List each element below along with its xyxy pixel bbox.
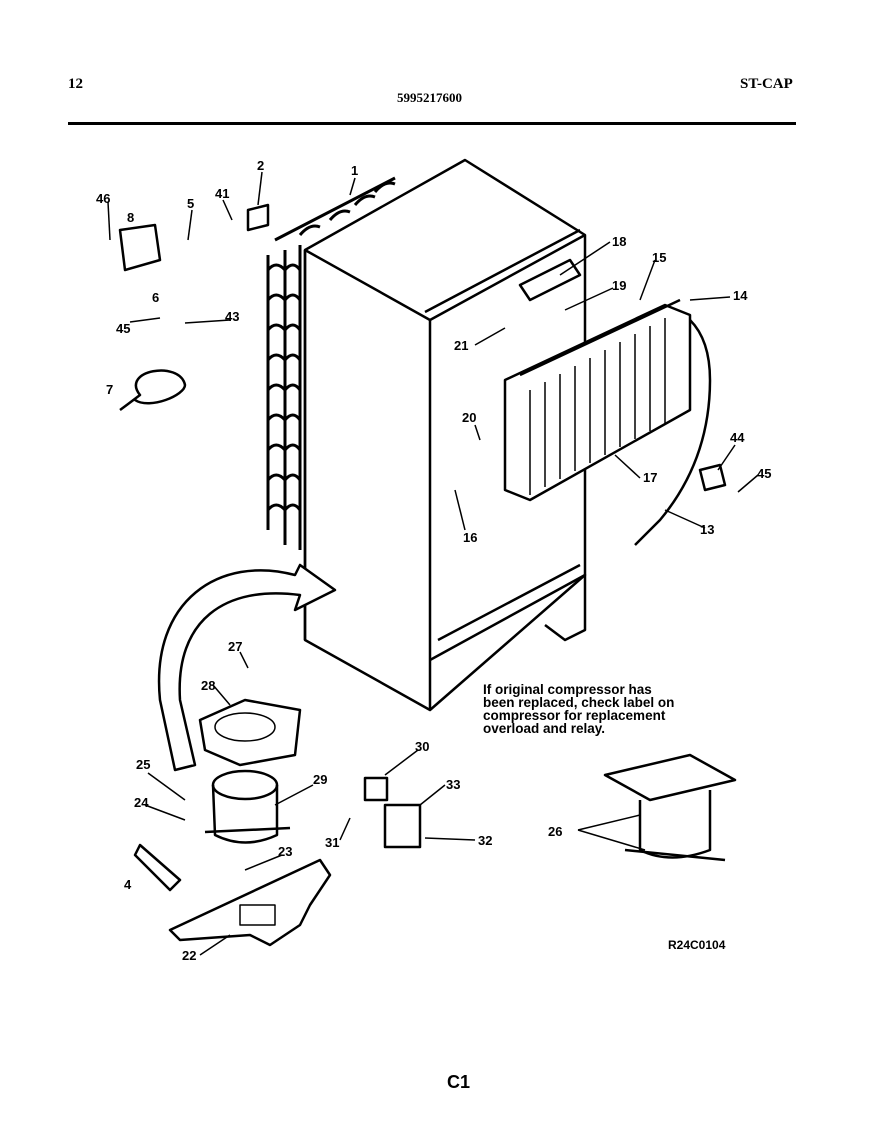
condenser-coil <box>266 176 396 550</box>
power-cord <box>119 369 187 411</box>
callout-44: 44 <box>730 430 745 445</box>
tray-28 <box>198 698 302 767</box>
callout-30: 30 <box>415 739 429 754</box>
callout-19: 19 <box>612 278 626 293</box>
callout-16: 16 <box>463 530 477 545</box>
bracket-18 <box>518 258 582 302</box>
callout-4: 4 <box>124 877 132 892</box>
callout-17: 17 <box>643 470 657 485</box>
part-2 <box>246 203 270 232</box>
leader-lines <box>107 171 759 956</box>
figure-reference: R24C0104 <box>668 938 726 952</box>
callout-28: 28 <box>201 678 215 693</box>
part-4 <box>133 843 182 892</box>
part-44 <box>698 463 727 492</box>
callout-26: 26 <box>548 824 562 839</box>
refrigerator-cabinet <box>303 158 587 712</box>
callout-2: 2 <box>257 158 264 173</box>
evaporator <box>503 298 712 546</box>
part-number: 5995217600 <box>397 90 462 105</box>
compressor <box>204 769 291 844</box>
callout-31: 31 <box>325 835 339 850</box>
callout-45-right: 45 <box>757 466 771 481</box>
callout-1: 1 <box>351 163 358 178</box>
callout-13: 13 <box>700 522 714 537</box>
page-footer: C1 <box>447 1072 471 1092</box>
compressor-note: If original compressor has been replaced… <box>483 682 675 736</box>
callout-20: 20 <box>462 410 476 425</box>
callout-32: 32 <box>478 833 492 848</box>
callout-41: 41 <box>215 186 229 201</box>
callout-27: 27 <box>228 639 242 654</box>
callout-18: 18 <box>612 234 626 249</box>
section-code: ST-CAP <box>740 76 793 92</box>
callout-7: 7 <box>106 382 113 397</box>
callout-29: 29 <box>313 772 327 787</box>
bracket-8 <box>118 223 162 272</box>
replacement-compressor <box>603 753 737 862</box>
callout-46: 46 <box>96 191 110 206</box>
header-rule <box>68 122 796 125</box>
callout-5: 5 <box>187 196 194 211</box>
callout-labels: 1 2 5 6 7 8 41 43 45 46 18 19 15 14 21 2… <box>96 158 771 963</box>
direction-arrow <box>157 563 337 772</box>
callout-33: 33 <box>446 777 460 792</box>
callout-8: 8 <box>127 210 134 225</box>
relay-33 <box>383 803 422 849</box>
overload-30 <box>363 776 389 802</box>
callout-24: 24 <box>134 795 149 810</box>
callout-25: 25 <box>136 757 150 772</box>
callout-6: 6 <box>152 290 159 305</box>
page-number: 12 <box>68 76 83 92</box>
callout-14: 14 <box>733 288 748 303</box>
callout-15: 15 <box>652 250 666 265</box>
callout-21: 21 <box>454 338 468 353</box>
callout-23: 23 <box>278 844 292 859</box>
callout-45-left: 45 <box>116 321 130 336</box>
callout-43: 43 <box>225 309 239 324</box>
callout-22: 22 <box>182 948 196 963</box>
base-plate-22 <box>168 858 332 947</box>
